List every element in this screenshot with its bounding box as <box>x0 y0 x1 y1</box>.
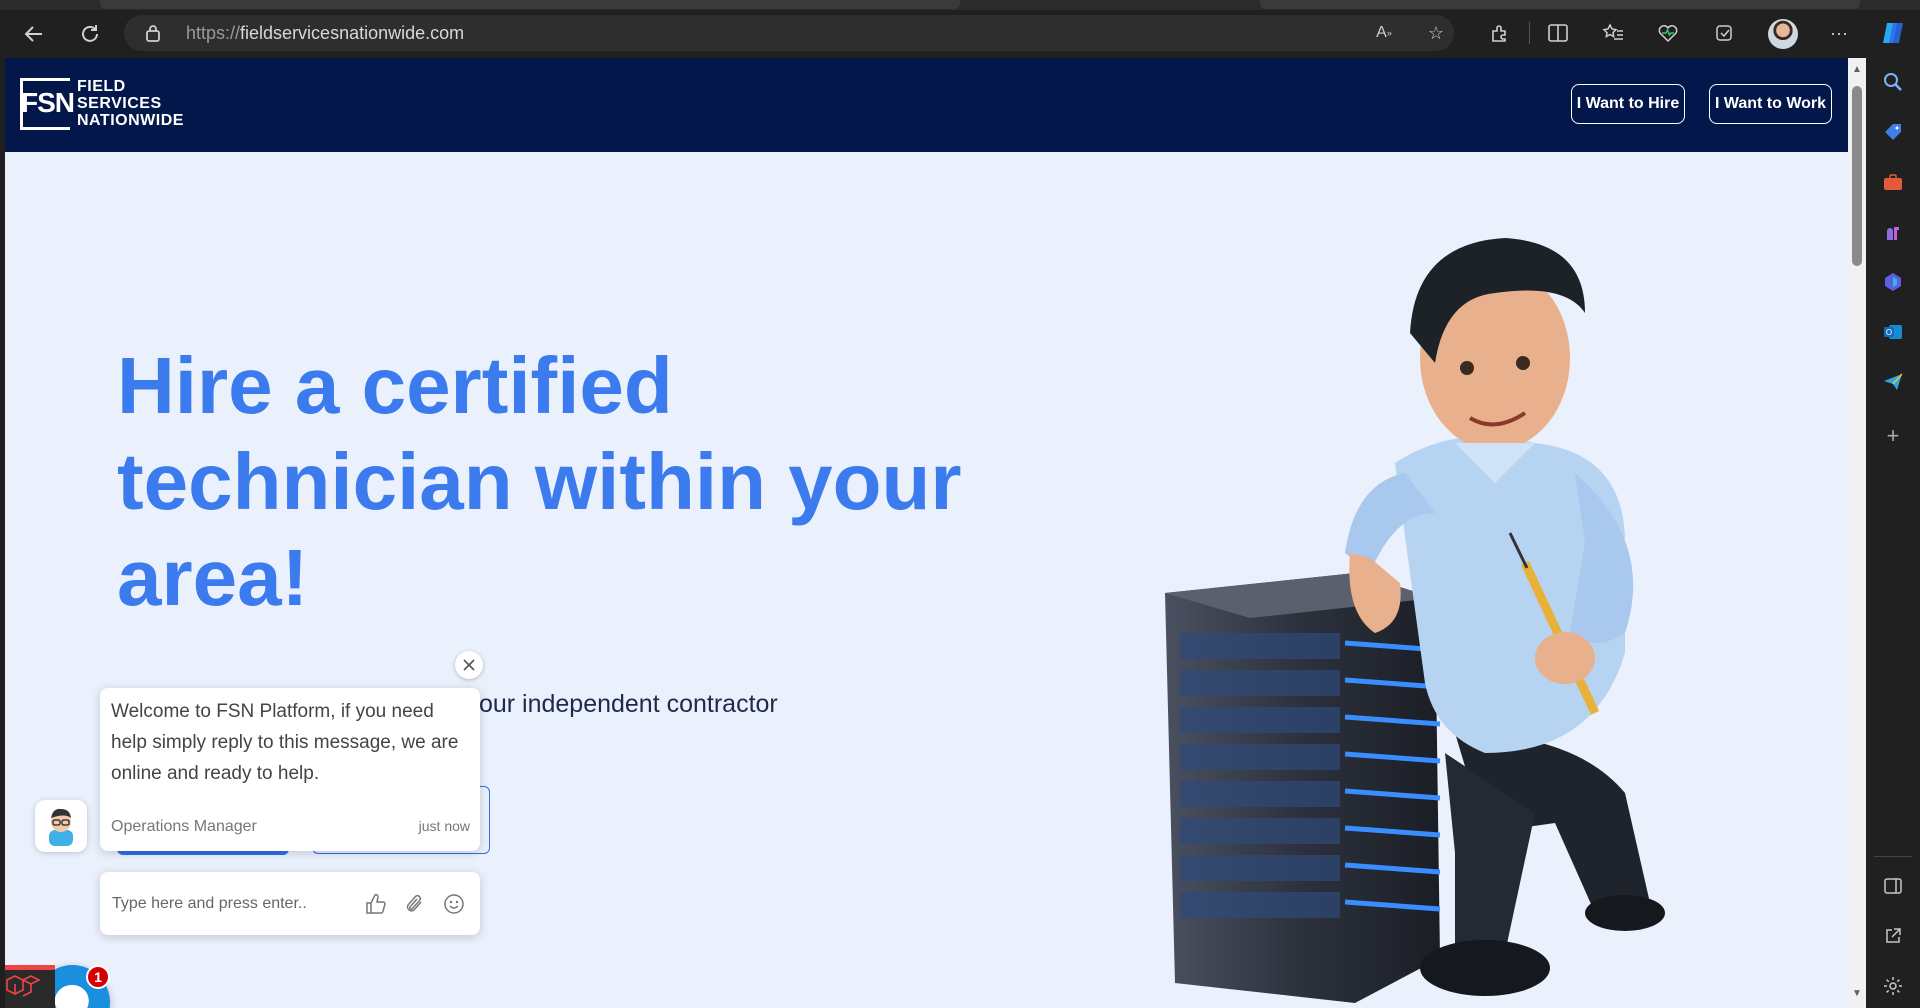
chat-message-input[interactable] <box>110 890 350 918</box>
open-external-icon[interactable] <box>1881 924 1905 948</box>
chat-input-panel <box>100 872 480 935</box>
microsoft-365-icon[interactable] <box>1881 270 1905 294</box>
scroll-down-arrow-icon[interactable]: ▼ <box>1852 988 1862 999</box>
technician-server-illustration <box>1165 238 1665 1003</box>
hide-sidebar-icon[interactable] <box>1881 874 1905 898</box>
laravel-debug-icon[interactable] <box>5 965 55 1008</box>
page-scrollbar[interactable]: ▲ ▼ <box>1848 58 1866 1008</box>
edge-sidebar: O + <box>1866 58 1920 1008</box>
logo-line-1: FIELD <box>77 78 126 95</box>
favorite-star-icon[interactable]: ☆ <box>1427 22 1445 43</box>
outlook-icon[interactable]: O <box>1881 320 1905 344</box>
chat-agent-avatar <box>35 800 87 852</box>
thumbs-up-icon[interactable] <box>362 890 390 918</box>
extensions-icon[interactable] <box>1485 18 1515 48</box>
attachment-paperclip-icon[interactable] <box>401 890 429 918</box>
address-bar[interactable]: https://fieldservicesnationwide.com A» ☆ <box>124 15 1454 51</box>
fsn-logo[interactable]: FSN FIELD SERVICES NATIONWIDE <box>20 78 210 134</box>
hire-button[interactable]: I Want to Hire <box>1571 84 1685 124</box>
read-aloud-icon[interactable]: A» <box>1376 24 1392 41</box>
logo-line-3: NATIONWIDE <box>77 112 184 129</box>
tab-strip <box>0 0 1920 10</box>
shopping-tag-icon[interactable] <box>1881 120 1905 144</box>
logo-mark: FSN <box>21 87 75 118</box>
work-button[interactable]: I Want to Work <box>1709 84 1832 124</box>
chat-sender-name: Operations Manager <box>111 818 257 835</box>
logo-line-2: SERVICES <box>77 95 162 112</box>
svg-text:O: O <box>1886 328 1892 337</box>
scroll-thumb[interactable] <box>1852 86 1862 266</box>
browser-toolbar: https://fieldservicesnationwide.com A» ☆… <box>0 0 1920 58</box>
logo-text: FIELD SERVICES NATIONWIDE <box>77 78 184 129</box>
add-icon[interactable]: + <box>1886 423 1900 448</box>
split-screen-icon[interactable] <box>1543 18 1573 48</box>
tab-next[interactable] <box>1260 0 1860 9</box>
back-icon[interactable] <box>18 18 50 50</box>
settings-gear-icon[interactable] <box>1881 974 1905 998</box>
sidebar-divider <box>1874 856 1912 857</box>
more-options-icon[interactable]: ··· <box>1830 22 1848 43</box>
web-page: FSN FIELD SERVICES NATIONWIDE I Want to … <box>5 58 1848 1008</box>
lock-icon[interactable] <box>146 24 160 47</box>
chat-close-button[interactable] <box>455 651 483 679</box>
emoji-smiley-icon[interactable] <box>440 890 468 918</box>
hero-subtitle: y your independent contractor <box>447 690 778 718</box>
collections-icon[interactable] <box>1709 18 1739 48</box>
url-text[interactable]: https://fieldservicesnationwide.com <box>186 23 465 43</box>
chat-timestamp: just now <box>418 818 470 834</box>
site-header: FSN FIELD SERVICES NATIONWIDE I Want to … <box>5 58 1848 152</box>
scroll-up-arrow-icon[interactable]: ▲ <box>1852 64 1862 75</box>
chat-message-card[interactable]: Welcome to FSN Platform, if you need hel… <box>100 688 480 851</box>
copilot-icon[interactable] <box>1878 18 1908 48</box>
games-icon[interactable] <box>1881 220 1905 244</box>
favorites-icon[interactable] <box>1598 18 1628 48</box>
hero-title: Hire a certified technician within your … <box>117 341 962 622</box>
unread-count-badge: 1 <box>86 965 110 989</box>
profile-avatar[interactable] <box>1768 19 1798 49</box>
tab-previous[interactable] <box>100 0 960 9</box>
logo-frame <box>20 78 70 130</box>
search-icon[interactable] <box>1881 70 1905 94</box>
toolbar-divider <box>1529 22 1530 44</box>
browser-essentials-icon[interactable] <box>1653 18 1683 48</box>
refresh-icon[interactable] <box>74 18 106 50</box>
chat-message-text: Welcome to FSN Platform, if you need hel… <box>111 701 459 784</box>
send-icon[interactable] <box>1881 370 1905 394</box>
tools-briefcase-icon[interactable] <box>1881 170 1905 194</box>
